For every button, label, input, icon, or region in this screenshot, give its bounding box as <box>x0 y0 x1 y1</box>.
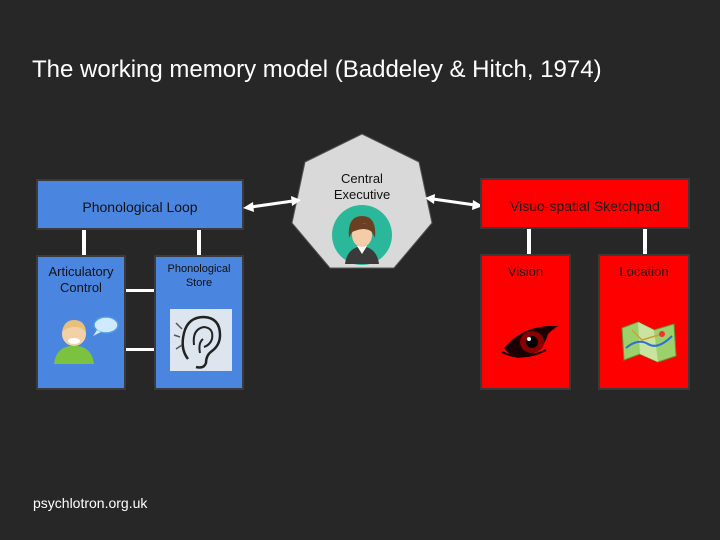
phonological-store-line2: Store <box>185 276 213 289</box>
articulatory-control-box: Articulatory Control <box>36 255 126 390</box>
loop-connector-left <box>82 230 86 256</box>
articulatory-control-line2: Control <box>60 280 102 296</box>
vision-label: Vision <box>507 264 544 279</box>
eye-icon <box>501 325 558 358</box>
central-executive-line1: Central <box>341 171 383 186</box>
visuo-spatial-sketchpad-label: Visuo-spatial Sketchpad <box>510 198 660 214</box>
woman-avatar-icon <box>332 205 392 265</box>
articulatory-control-line1: Articulatory <box>48 264 114 279</box>
loop-link-top <box>126 289 155 292</box>
location-label: Location <box>619 264 669 279</box>
sketchpad-connector-right <box>643 229 647 255</box>
slide-title: The working memory model (Baddeley & Hit… <box>32 56 602 83</box>
central-executive-label: Central Executive <box>312 171 412 204</box>
ear-icon <box>170 309 232 371</box>
location-box: Location <box>598 254 690 390</box>
vision-box: Vision <box>480 254 571 390</box>
phonological-store-line1: Phonological <box>167 263 231 275</box>
map-icon <box>621 321 677 363</box>
phonological-store-box: Phonological Store <box>154 255 244 390</box>
phonological-store-label: Phonological Store <box>156 263 242 291</box>
sketchpad-connector-left <box>527 229 531 255</box>
loop-connector-right <box>197 230 201 256</box>
footer-credit: psychlotron.org.uk <box>33 495 148 511</box>
phonological-loop-box: Phonological Loop <box>36 179 244 230</box>
speaking-person-icon <box>54 316 119 364</box>
articulatory-control-label: Articulatory Control <box>38 264 124 297</box>
visuo-spatial-sketchpad-box: Visuo-spatial Sketchpad <box>480 178 690 229</box>
loop-link-bottom <box>126 348 155 351</box>
central-executive-shape <box>291 133 433 269</box>
phonological-loop-label: Phonological Loop <box>82 199 198 215</box>
right-double-arrow <box>425 194 483 210</box>
left-double-arrow <box>243 196 301 212</box>
central-executive-line2: Executive <box>333 187 391 203</box>
